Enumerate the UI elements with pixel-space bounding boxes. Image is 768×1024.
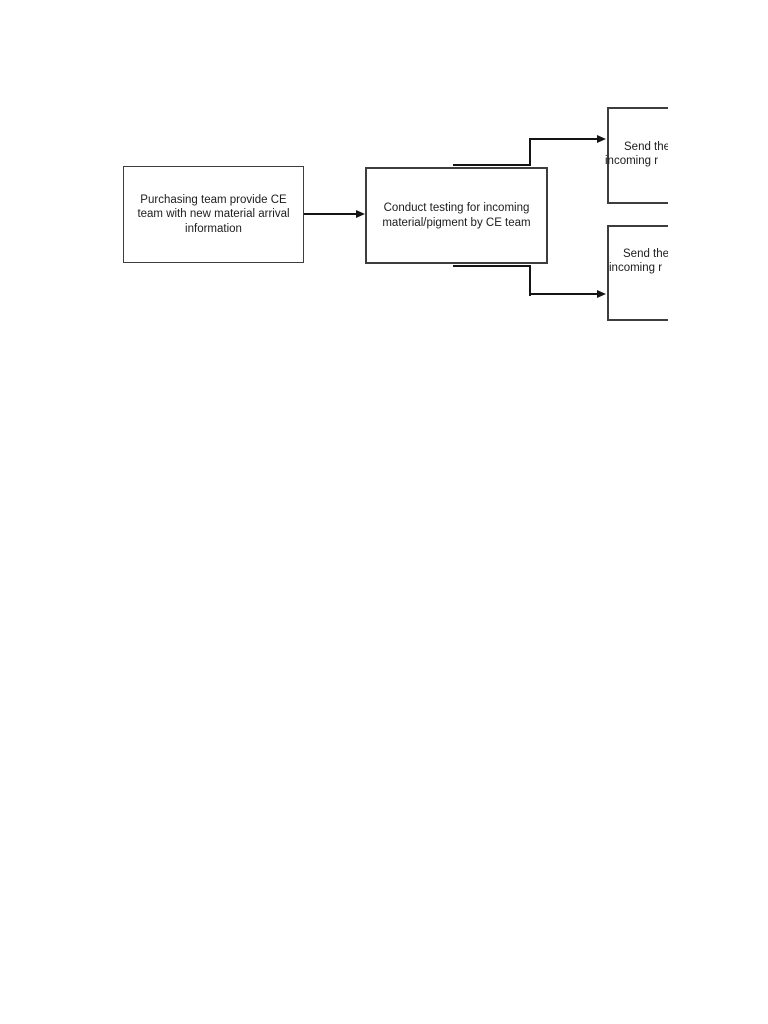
flow-edge-line — [304, 213, 357, 215]
flow-edge-line — [453, 265, 531, 267]
flow-node-conduct-testing: Conduct testing for incoming material/pi… — [365, 167, 548, 264]
flowchart: Purchasing team provide CE team with new… — [0, 0, 668, 430]
flow-node-text-line: Conduct testing for incoming — [383, 202, 530, 214]
flow-node-send-report-lower: Send the incoming r — [607, 225, 668, 321]
flow-edge-line — [453, 164, 531, 166]
flow-node-text-line: material/pigment by CE team — [382, 216, 531, 229]
flow-node-text-line: information — [185, 222, 242, 235]
flow-edge-line — [529, 293, 598, 295]
arrowhead-right-icon — [597, 134, 606, 143]
arrowhead-right-icon — [597, 289, 606, 298]
flow-edge-line — [529, 265, 531, 296]
arrowhead-right-icon — [356, 209, 365, 218]
flow-node-text-line: team with new material arrival — [137, 208, 290, 221]
flow-edge-line — [529, 138, 531, 166]
flow-node-text-line: Send the — [623, 248, 668, 260]
flow-node-text-line: Send the — [624, 141, 668, 153]
flow-node-text-line: incoming r — [609, 262, 663, 274]
flow-node-text-line: Purchasing team provide CE — [140, 193, 287, 206]
flow-edge-line — [529, 138, 598, 140]
flow-node-text-line: incoming r — [605, 155, 659, 167]
flow-node-purchasing-info: Purchasing team provide CE team with new… — [123, 166, 304, 263]
flow-node-send-report-upper: Send the incoming r — [605, 107, 668, 204]
